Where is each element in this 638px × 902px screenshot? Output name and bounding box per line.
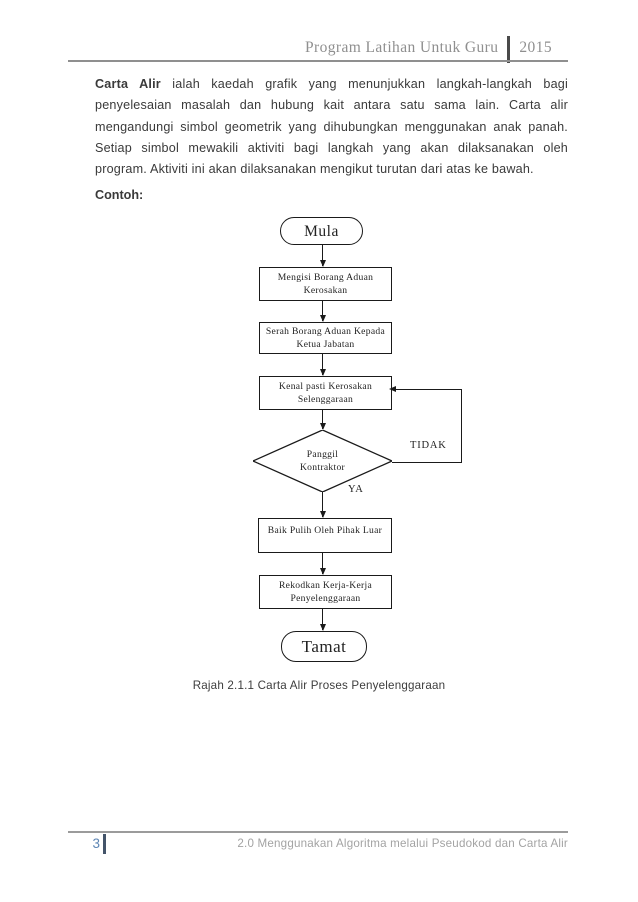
figure-caption: Rajah 2.1.1 Carta Alir Proses Penyelengg… [192, 679, 446, 692]
intro-text: ialah kaedah grafik yang menunjukkan lan… [95, 77, 568, 177]
page-number: 3 [92, 836, 100, 851]
flow-node-process-3: Kenal pasti Kerosakan Selenggaraan [259, 376, 392, 410]
flow-node-decision: Panggil Kontraktor [251, 429, 394, 493]
flow-arrow [319, 301, 326, 322]
footer-rule [68, 831, 568, 833]
flow-node-process-4: Baik Pulih Oleh Pihak Luar [258, 518, 392, 553]
header-separator [507, 35, 511, 63]
node-label: Mengisi Borang Aduan [277, 272, 374, 283]
node-label: Ketua Jabatan [296, 339, 355, 350]
node-label: Kontraktor [299, 462, 346, 473]
node-label: Mula [304, 222, 339, 240]
branch-no-label: TIDAK [410, 440, 447, 451]
flow-arrow [319, 410, 326, 430]
header-rule [68, 60, 568, 62]
flow-node-process-2: Serah Borang Aduan Kepada Ketua Jabatan [259, 322, 392, 354]
flow-node-process-5: Rekodkan Kerja-Kerja Penyelenggaraan [259, 575, 392, 609]
node-label: Tamat [301, 637, 347, 656]
loop-arrowhead [389, 386, 396, 392]
flow-node-start: Mula [280, 217, 363, 245]
node-label: Baik Pulih Oleh Pihak Luar [267, 525, 383, 536]
header-title: Program Latihan Untuk Guru [305, 39, 499, 56]
node-label: Kerosakan [303, 285, 348, 296]
node-label: Panggil [306, 449, 339, 460]
intro-paragraph: Carta Alir ialah kaedah grafik yang menu… [95, 74, 568, 180]
loop-line-top [396, 389, 462, 390]
header-year: 2015 [519, 39, 552, 56]
node-label: Selenggaraan [297, 394, 354, 405]
running-header: Program Latihan Untuk Guru 2015 [68, 34, 568, 63]
flow-arrow [319, 609, 326, 631]
flow-arrow [319, 245, 326, 267]
node-label: Penyelenggaraan [290, 593, 361, 604]
node-label: Kenal pasti Kerosakan [278, 381, 373, 392]
footer-separator [103, 834, 106, 854]
node-label: Serah Borang Aduan Kepada [265, 326, 386, 337]
flow-node-process-1: Mengisi Borang Aduan Kerosakan [259, 267, 392, 301]
loop-line-bottom [392, 462, 462, 463]
example-label: Contoh: [95, 188, 144, 202]
branch-yes-label: YA [348, 484, 364, 495]
flow-node-end: Tamat [281, 631, 367, 662]
decision-label: Panggil Kontraktor [253, 430, 392, 492]
flow-arrow [319, 354, 326, 376]
intro-lead: Carta Alir [95, 77, 161, 91]
footer-section-title: 2.0 Menggunakan Algoritma melalui Pseudo… [237, 837, 568, 850]
node-label: Rekodkan Kerja-Kerja [278, 580, 373, 591]
flow-arrow [319, 553, 326, 575]
flow-arrow [319, 492, 326, 518]
loop-line-right [461, 390, 462, 463]
